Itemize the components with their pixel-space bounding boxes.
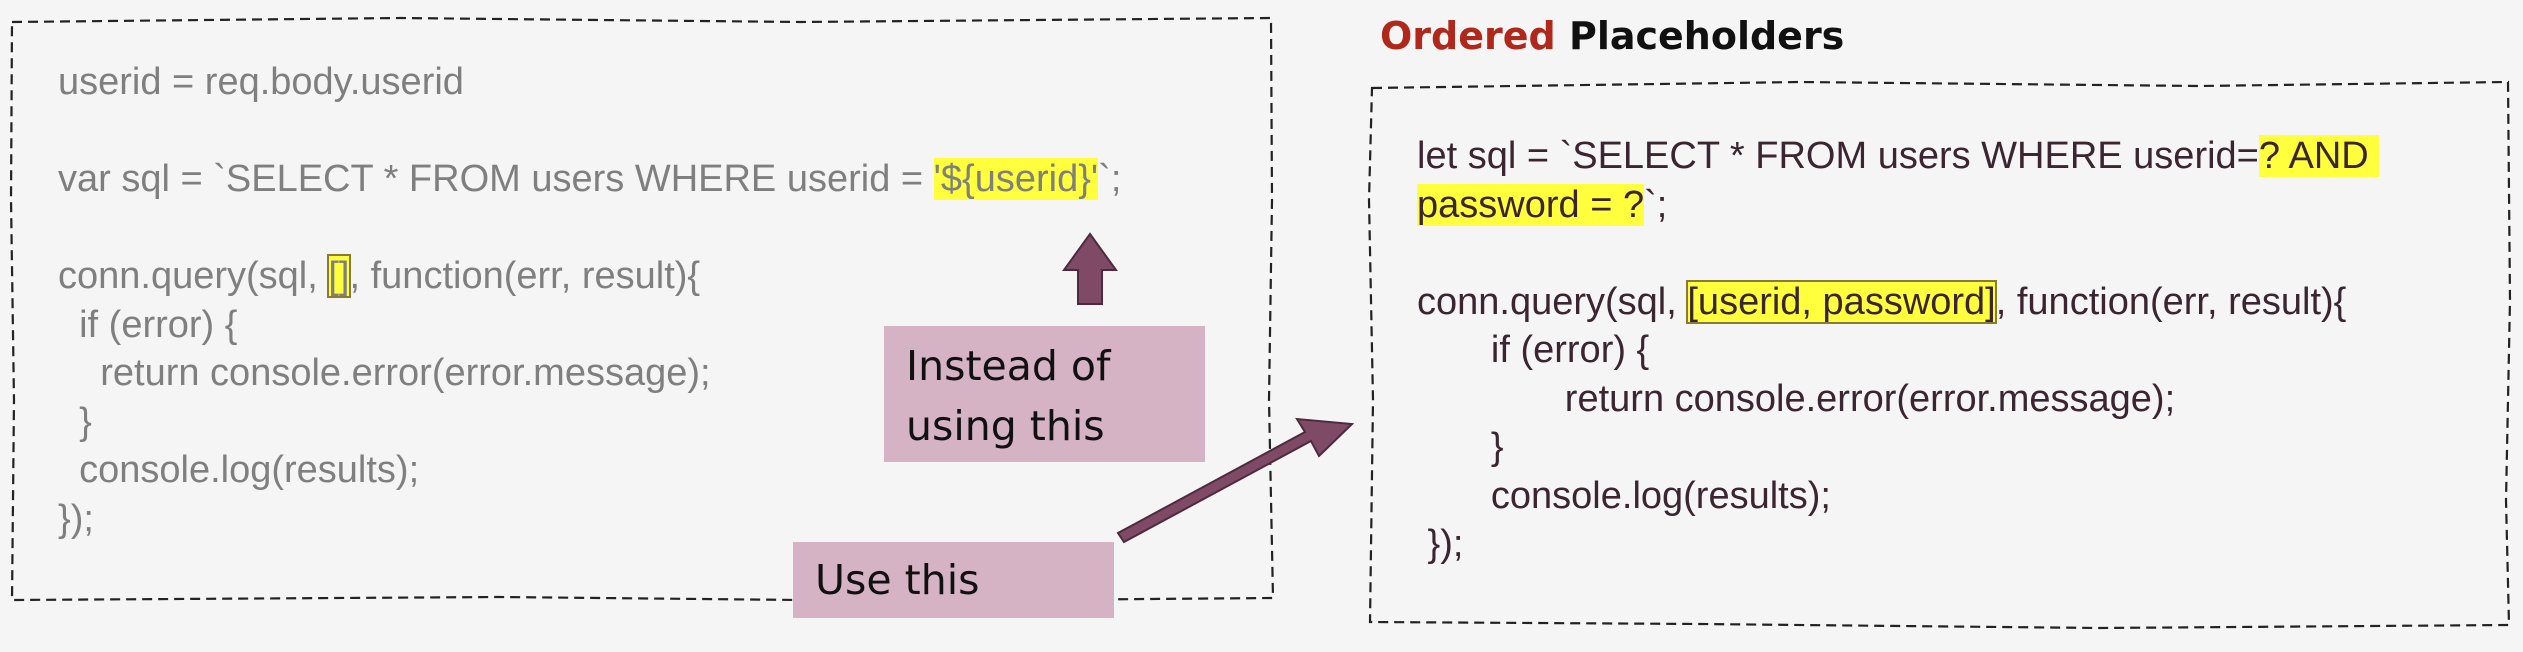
empty-params-highlight: [] (327, 254, 351, 298)
left-code-line-8: }); (58, 497, 94, 540)
right-code-line-1: let sql = `SELECT * FROM users WHERE use… (1417, 135, 2380, 177)
left-code-line-7: console.log(results); (58, 449, 420, 491)
left-code-line-3-end: , function(err, result){ (349, 255, 701, 297)
right-code-line-5: return console.error(error.message); (1417, 377, 2176, 420)
right-code-line-7: console.log(results); (1417, 474, 1831, 517)
interpolated-userid-highlight: '${userid}' (933, 158, 1099, 200)
left-code-line-3-text: conn.query(sql, (58, 255, 329, 297)
left-code-line-5: return console.error(error.message); (58, 352, 711, 394)
right-code-line-8: }); (1417, 523, 1464, 565)
left-code-snippet: userid = req.body.userid var sql = `SELE… (58, 58, 1121, 543)
right-code-border (1367, 80, 2512, 630)
left-code-line-6: } (58, 400, 92, 443)
right-code-line-2-end: `; (1644, 183, 1668, 226)
right-code-line-3: conn.query(sql, [userid, password], func… (1417, 279, 2347, 324)
placeholder-highlight-2: password = ? (1417, 183, 1645, 226)
right-code-line-4: if (error) { (1417, 329, 1650, 371)
right-code-line-2: password = ?`; (1417, 183, 1668, 226)
left-code-line-2-end: `; (1098, 158, 1122, 200)
left-code-line-3: conn.query(sql, [], function(err, result… (58, 254, 701, 298)
title-accent: Ordered (1380, 14, 1556, 58)
use-this-callout: Use this (793, 542, 1114, 618)
instead-of-callout: Instead of using this (884, 326, 1205, 462)
right-code-line-1-text: let sql = `SELECT * FROM users WHERE use… (1417, 135, 2259, 177)
right-code-snippet: let sql = `SELECT * FROM users WHERE use… (1417, 132, 2380, 569)
section-title: Ordered Placeholders (1380, 14, 1844, 58)
left-code-line-2: var sql = `SELECT * FROM users WHERE use… (58, 158, 1121, 200)
left-code-line-2-text: var sql = `SELECT * FROM users WHERE use… (58, 158, 934, 200)
right-code-line-6: } (1417, 426, 1504, 468)
title-rest: Placeholders (1555, 14, 1845, 58)
right-code-line-3-text: conn.query(sql, (1417, 280, 1688, 323)
left-code-line-4: if (error) { (58, 303, 238, 346)
up-arrow (1062, 232, 1118, 305)
params-array-highlight: [userid, password] (1686, 279, 1997, 324)
placeholder-highlight-1: ? AND (2258, 135, 2380, 177)
left-code-line-1: userid = req.body.userid (58, 61, 464, 103)
diagonal-arrow (1116, 417, 1355, 544)
right-code-line-3-end: , function(err, result){ (1995, 280, 2347, 323)
left-code-border (9, 16, 1275, 603)
